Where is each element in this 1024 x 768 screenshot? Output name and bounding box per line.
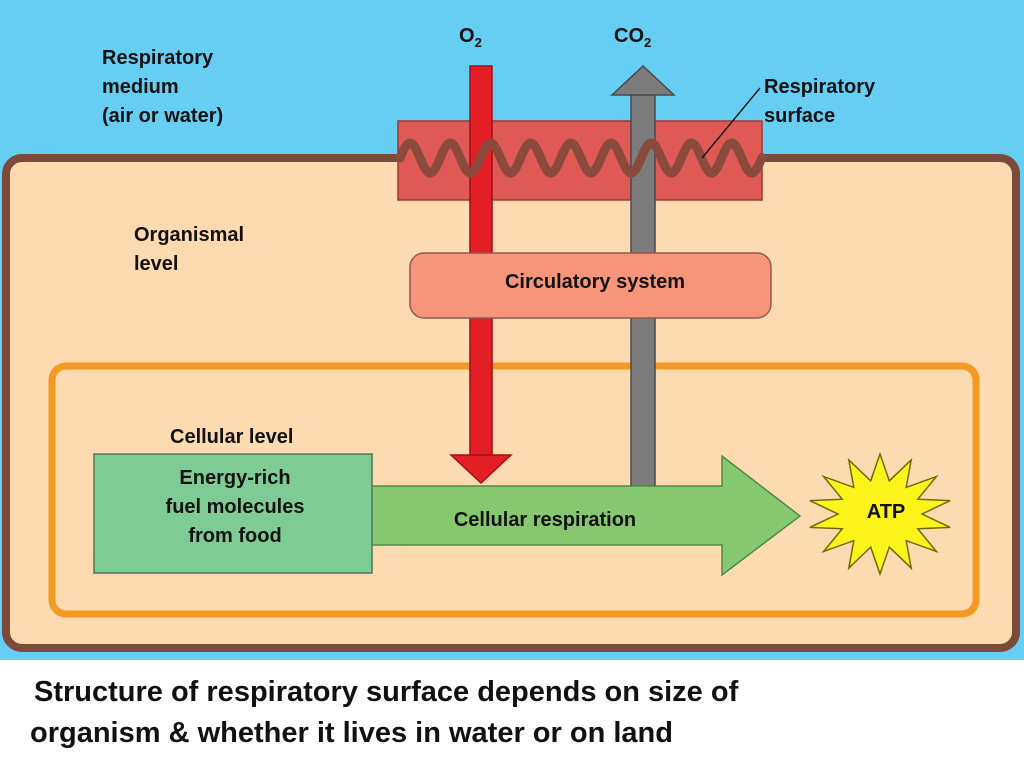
cellular-level-label: Cellular level bbox=[170, 426, 293, 448]
caption: Structure of respiratory surface depends… bbox=[30, 672, 1010, 754]
cellular-respiration-arrow bbox=[370, 454, 802, 577]
respiratory-surface-wave bbox=[395, 138, 767, 178]
caption-line-2: organism & whether it lives in water or … bbox=[30, 717, 673, 749]
respiratory-medium-line-3: (air or water) bbox=[102, 105, 223, 127]
cellular-respiration-label: Cellular respiration bbox=[454, 509, 636, 531]
cell-boundary bbox=[48, 362, 980, 618]
respiratory-surface-line-1: Respiratory bbox=[764, 76, 876, 98]
atp-label: ATP bbox=[867, 501, 906, 523]
circulatory-system-box bbox=[409, 252, 772, 319]
circulatory-system-label: Circulatory system bbox=[505, 271, 685, 293]
respiration-diagram: Circulatory system Cellular respiration … bbox=[0, 0, 1024, 660]
co2-label: CO2 bbox=[614, 25, 651, 50]
caption-line-1: Structure of respiratory surface depends… bbox=[34, 676, 739, 708]
atp-starburst bbox=[809, 451, 951, 577]
respiratory-medium-line-1: Respiratory bbox=[102, 47, 214, 69]
respiratory-surface-line-2: surface bbox=[764, 105, 835, 127]
fuel-line-3: from food bbox=[188, 525, 281, 547]
fuel-molecules-box bbox=[93, 453, 373, 574]
respiratory-medium-line-2: medium bbox=[102, 76, 179, 98]
respiratory-surface-leader-line bbox=[701, 87, 761, 159]
fuel-line-1: Energy-rich bbox=[179, 467, 290, 489]
fuel-line-2: fuel molecules bbox=[166, 496, 305, 518]
organismal-level-line-1: Organismal bbox=[134, 224, 244, 246]
organismal-level-line-2: level bbox=[134, 253, 178, 275]
o2-label: O2 bbox=[459, 25, 482, 50]
